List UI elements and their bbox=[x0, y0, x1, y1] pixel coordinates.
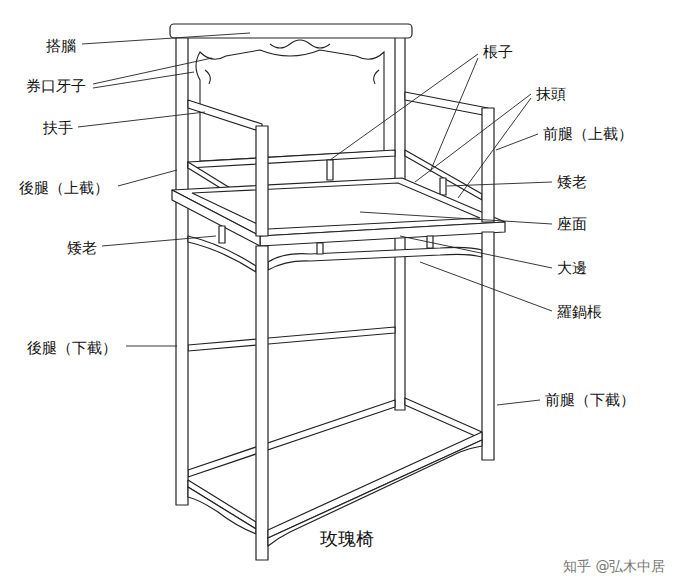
seat-frame-label: 大邊 bbox=[556, 258, 588, 278]
front-legs bbox=[188, 487, 256, 534]
front-legs bbox=[256, 246, 268, 560]
leader-lines bbox=[93, 72, 194, 88]
figure-caption: 玫瑰椅 bbox=[320, 528, 374, 550]
back-parts bbox=[188, 400, 395, 477]
front-legs bbox=[188, 232, 494, 560]
leader-lines bbox=[496, 134, 538, 150]
seat bbox=[260, 222, 505, 246]
under-seat-stretchers bbox=[188, 226, 482, 272]
leader-lines bbox=[78, 112, 205, 127]
back-leg-label: 後腿（上截） bbox=[18, 178, 110, 198]
leader-lines bbox=[360, 212, 552, 224]
front-legs bbox=[188, 480, 256, 529]
leader-lines bbox=[93, 58, 212, 84]
apron-label: 券口牙子 bbox=[25, 76, 87, 96]
back-parts bbox=[405, 398, 482, 439]
seat bbox=[192, 183, 480, 229]
leader-lines bbox=[82, 33, 250, 44]
leader-lines bbox=[497, 400, 540, 405]
leader-lines bbox=[126, 346, 177, 347]
leader-lines bbox=[420, 262, 552, 311]
crest-rail-label: 搭腦 bbox=[45, 36, 77, 56]
back-leg-label: 後腿（下截） bbox=[26, 338, 118, 358]
under-seat-stretchers bbox=[317, 243, 323, 254]
under-seat-stretchers bbox=[268, 247, 482, 270]
back-panel bbox=[205, 70, 379, 84]
front-legs bbox=[482, 232, 494, 460]
front-legs bbox=[268, 432, 482, 538]
leader-lines bbox=[118, 170, 177, 186]
front-upper-posts bbox=[482, 108, 494, 222]
humpback-stretcher-label: 羅鍋棖 bbox=[556, 302, 603, 322]
armrests bbox=[188, 92, 488, 132]
back-panel bbox=[270, 40, 330, 48]
stretcher-label: 棖子 bbox=[482, 42, 514, 62]
seat-panel-label: 座面 bbox=[556, 214, 588, 234]
leader-lines bbox=[330, 54, 478, 160]
short-post-label: 矮老 bbox=[66, 238, 98, 258]
front-upper-posts bbox=[256, 126, 268, 236]
front-upper-posts bbox=[256, 108, 494, 236]
seat bbox=[172, 190, 260, 246]
under-seat-stretchers bbox=[219, 226, 225, 243]
armrests bbox=[188, 100, 262, 132]
back-parts bbox=[188, 327, 395, 351]
leader-lines bbox=[447, 182, 552, 186]
back-parts bbox=[176, 28, 188, 505]
leader-lines bbox=[415, 94, 531, 182]
leader-lines bbox=[78, 33, 552, 405]
front-leg-label: 前腿（上截） bbox=[542, 124, 634, 144]
leader-lines bbox=[102, 236, 216, 246]
seat bbox=[172, 178, 505, 246]
upper-rails bbox=[188, 150, 395, 168]
armrest-label: 扶手 bbox=[42, 118, 74, 138]
upper-rails bbox=[327, 160, 333, 180]
armrests bbox=[405, 92, 488, 116]
back-panel bbox=[196, 50, 384, 161]
front-leg-label: 前腿（下截） bbox=[544, 390, 636, 410]
side-rail-label: 抹頭 bbox=[535, 84, 567, 104]
back-panel bbox=[196, 40, 384, 161]
front-legs bbox=[268, 440, 482, 546]
short-post-label: 矮老 bbox=[556, 172, 588, 192]
leader-lines bbox=[430, 58, 478, 172]
watermark: 知乎 @弘木中居 bbox=[562, 556, 666, 576]
upper-rails bbox=[440, 178, 446, 195]
